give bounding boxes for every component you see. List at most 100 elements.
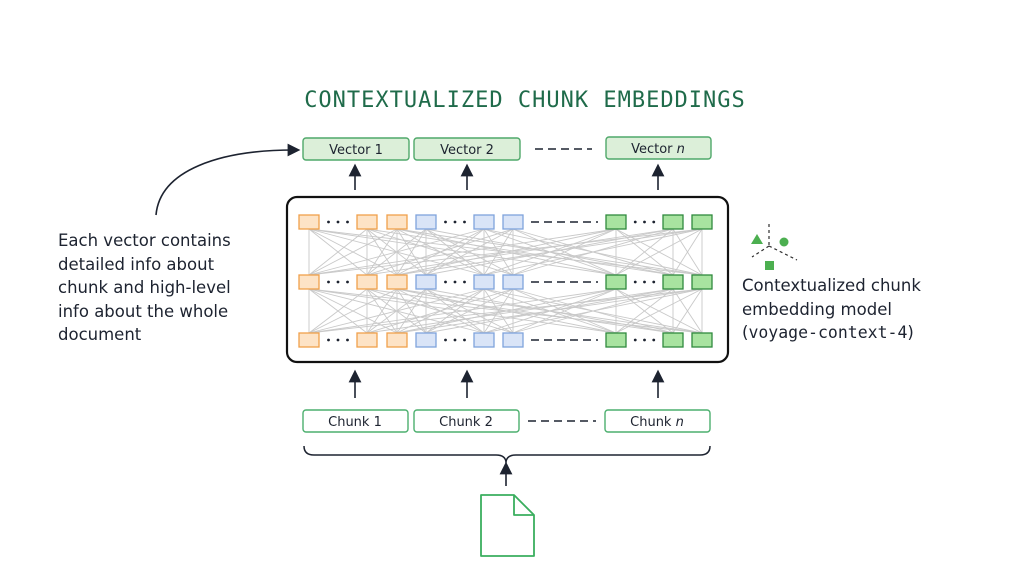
token-blue-r2-2 xyxy=(473,274,495,290)
token-ellipsis-dot xyxy=(643,280,646,284)
mesh-edge xyxy=(308,228,368,276)
vector-box-n: Vector n xyxy=(605,136,712,160)
mesh-edge xyxy=(483,228,703,276)
token-orange-r2-1 xyxy=(298,274,320,290)
right-note-model-line: (voyage-context-4) xyxy=(742,321,921,345)
token-blue-r1-2 xyxy=(473,214,495,230)
chunk-label-2: Chunk 2 xyxy=(439,415,493,430)
token-ellipsis-dot xyxy=(463,220,466,224)
page-title: CONTEXTUALIZED CHUNK EMBEDDINGS xyxy=(304,88,746,113)
token-ellipsis-dot xyxy=(444,280,447,284)
token-blue-r3-2 xyxy=(473,332,495,348)
left-note-line-1: Each vector contains xyxy=(58,231,231,250)
mesh-edge xyxy=(615,228,703,276)
mesh-edge xyxy=(396,288,427,334)
token-orange-r3-3 xyxy=(386,332,408,348)
attention-mesh xyxy=(308,228,703,334)
token-orange-r1-2 xyxy=(356,214,378,230)
left-note-line-4: info about the whole xyxy=(58,301,229,321)
chunk-label-1: Chunk 1 xyxy=(328,415,382,430)
token-ellipsis-dot xyxy=(453,220,457,224)
token-ellipsis-dot xyxy=(643,338,646,342)
token-ellipsis-dot xyxy=(652,280,656,284)
chunk-box-1: Chunk 1 xyxy=(302,409,409,433)
svg-text:Chunk 1: Chunk 1 xyxy=(328,415,382,430)
vector-box-1: Vector 1 xyxy=(302,137,410,161)
mesh-edge xyxy=(366,228,514,276)
token-ellipsis-dot xyxy=(652,220,656,224)
vector-label-n-suffix: n xyxy=(677,142,685,157)
token-blue-r2-3 xyxy=(502,274,524,290)
token-blue-r1-3 xyxy=(502,214,524,230)
chunk-label-n: Chunk xyxy=(630,415,675,430)
svg-text:Vector n: Vector n xyxy=(631,142,685,157)
model-close-paren: ) xyxy=(907,323,914,342)
chunk-brace xyxy=(303,445,711,464)
right-note-line-1: Contextualized chunk xyxy=(742,276,921,295)
token-ellipsis-dot xyxy=(327,280,330,284)
token-ellipsis-dot xyxy=(444,338,447,342)
model-name: voyage-context-4 xyxy=(748,323,908,342)
model-glyph-icon xyxy=(751,224,798,270)
mesh-edge xyxy=(396,288,703,334)
token-ellipsis-dot xyxy=(643,220,646,224)
mesh-edge xyxy=(672,228,703,276)
chunk-label-n-suffix: n xyxy=(676,415,684,430)
svg-text:Chunk n: Chunk n xyxy=(630,415,684,430)
vector-label-1: Vector 1 xyxy=(329,143,383,158)
mesh-edge xyxy=(483,288,514,334)
token-green-r3-1 xyxy=(605,332,627,348)
token-ellipsis-dot xyxy=(453,280,457,284)
mesh-edge xyxy=(308,288,398,334)
mesh-edge xyxy=(672,288,703,334)
model-open-paren: ( xyxy=(742,323,749,342)
mesh-edge xyxy=(308,228,398,276)
left-note-line-2: detailed info about xyxy=(58,254,215,274)
token-ellipsis-dot xyxy=(652,338,656,342)
token-orange-r1-1 xyxy=(298,214,320,230)
token-orange-r3-2 xyxy=(356,332,378,348)
chunk-box-n: Chunk n xyxy=(604,409,711,433)
curved-arrow-icon xyxy=(155,143,301,216)
vector-label-2: Vector 2 xyxy=(440,143,494,158)
mesh-edge xyxy=(308,288,368,334)
token-ellipsis-dot xyxy=(336,338,340,342)
token-blue-r1-1 xyxy=(415,214,437,230)
mesh-edge xyxy=(308,288,617,334)
token-green-r1-1 xyxy=(605,214,627,230)
token-ellipsis-dot xyxy=(463,280,466,284)
left-note: Each vector contains detailed info about… xyxy=(58,229,231,347)
mesh-edge xyxy=(308,228,703,276)
token-green-r3-3 xyxy=(691,332,713,348)
vector-box-2: Vector 2 xyxy=(413,137,521,161)
svg-text:Chunk 2: Chunk 2 xyxy=(439,415,493,430)
token-ellipsis-dot xyxy=(453,338,457,342)
vector-label-n: Vector xyxy=(631,142,677,157)
mesh-edge xyxy=(308,228,617,276)
token-ellipsis-dot xyxy=(327,338,330,342)
mesh-edge xyxy=(396,228,427,276)
mesh-edge xyxy=(308,288,485,334)
left-note-line-3: chunk and high-level xyxy=(58,278,231,297)
mesh-edge xyxy=(308,288,703,334)
token-ellipsis-dot xyxy=(336,280,340,284)
token-grid xyxy=(298,214,713,348)
token-orange-r3-1 xyxy=(298,332,320,348)
token-ellipsis-dot xyxy=(346,338,349,342)
token-ellipsis-dot xyxy=(633,338,637,342)
token-ellipsis-dot xyxy=(463,338,466,342)
token-orange-r2-3 xyxy=(386,274,408,290)
mesh-edge xyxy=(425,228,514,276)
mesh-edge xyxy=(308,228,485,276)
mesh-edge xyxy=(366,228,674,276)
token-ellipsis-dot xyxy=(327,220,330,224)
token-ellipsis-dot xyxy=(633,220,637,224)
token-blue-r3-1 xyxy=(415,332,437,348)
token-green-r1-2 xyxy=(662,214,684,230)
mesh-edge xyxy=(615,288,703,334)
token-orange-r1-3 xyxy=(386,214,408,230)
mesh-edge xyxy=(366,288,674,334)
mesh-edge xyxy=(512,228,617,276)
model-box xyxy=(285,195,730,364)
